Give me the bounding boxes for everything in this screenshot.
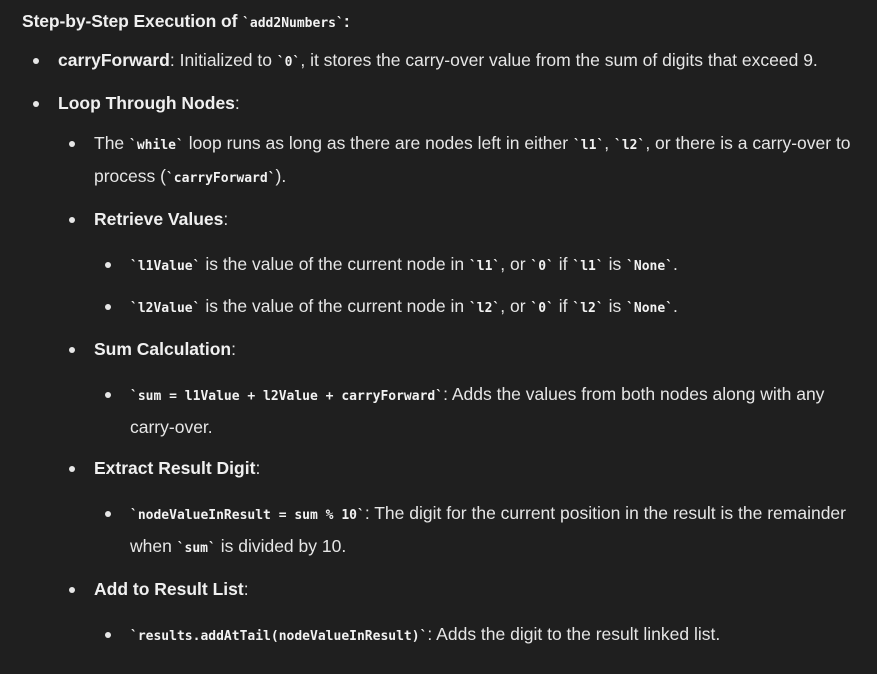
code: `l1` xyxy=(572,138,605,153)
list-item-retrieve-values: Retrieve Values: `l1Value` is the value … xyxy=(58,204,853,324)
colon: : xyxy=(255,458,261,478)
colon: : xyxy=(243,579,249,599)
main-list: carryForward: Initialized to `0`, it sto… xyxy=(22,45,853,652)
text: if xyxy=(553,296,573,316)
text: is the value of the current node in xyxy=(200,254,469,274)
list-item-l1value: `l1Value` is the value of the current no… xyxy=(94,249,853,282)
loop-sublist: The `while` loop runs as long as there a… xyxy=(58,128,853,652)
list-item-node-value: `nodeValueInResult = sum % 10`: The digi… xyxy=(94,498,853,564)
code: `0` xyxy=(530,259,554,274)
bullet-icon xyxy=(105,511,111,517)
bullet-icon xyxy=(105,262,111,268)
code: `l1` xyxy=(468,259,501,274)
bullet-icon xyxy=(105,632,111,638)
list-item-while-loop: The `while` loop runs as long as there a… xyxy=(58,128,853,194)
colon: : xyxy=(231,339,236,359)
text: The xyxy=(94,133,130,153)
list-item-sum: `sum = l1Value + l2Value + carryForward`… xyxy=(94,379,853,443)
bullet-icon xyxy=(69,587,75,593)
section-heading: Step-by-Step Execution of `add2Numbers`: xyxy=(22,6,853,39)
list-item-extract-result-digit: Extract Result Digit: `nodeValueInResult… xyxy=(58,453,853,564)
text: if xyxy=(553,254,573,274)
text: , xyxy=(604,133,615,153)
term: Add to Result List xyxy=(94,579,244,599)
text: : Adds the digit to the result linked li… xyxy=(427,624,721,644)
code: `l1Value` xyxy=(130,259,201,274)
list-item-add-to-result-list: Add to Result List: `results.addAtTail(n… xyxy=(58,574,853,652)
term: Extract Result Digit xyxy=(94,458,256,478)
text: , it stores the carry-over value from th… xyxy=(300,50,818,70)
list-item-sum-calculation: Sum Calculation: `sum = l1Value + l2Valu… xyxy=(58,334,853,443)
text: . xyxy=(673,296,678,316)
text: . xyxy=(673,254,678,274)
text: is the value of the current node in xyxy=(200,296,469,316)
bullet-icon xyxy=(69,217,75,223)
code: `None` xyxy=(626,301,674,316)
code: `0` xyxy=(530,301,554,316)
code: `nodeValueInResult = sum % 10` xyxy=(130,508,365,523)
text: loop runs as long as there are nodes lef… xyxy=(183,133,573,153)
text: is divided by 10. xyxy=(215,536,347,556)
bullet-icon xyxy=(69,466,75,472)
term: Sum Calculation xyxy=(94,339,232,359)
code: `l2` xyxy=(614,138,646,153)
sum-calculation-sublist: `sum = l1Value + l2Value + carryForward`… xyxy=(94,379,853,443)
list-item-add-at-tail: `results.addAtTail(nodeValueInResult)`: … xyxy=(94,619,853,652)
bullet-icon xyxy=(33,58,39,64)
code: `sum = l1Value + l2Value + carryForward` xyxy=(130,389,444,404)
heading-text: Step-by-Step Execution of xyxy=(22,11,243,31)
bullet-icon xyxy=(69,347,75,353)
text: : Adds the values from both nodes along … xyxy=(130,384,825,437)
bullet-icon xyxy=(105,392,111,398)
text: ). xyxy=(275,166,287,186)
retrieve-values-sublist: `l1Value` is the value of the current no… xyxy=(94,249,853,324)
code: `l1` xyxy=(572,259,604,274)
colon: : xyxy=(234,93,240,113)
text: , or there is a carry-over to process ( xyxy=(94,133,851,186)
text: : The digit for the current position in … xyxy=(130,503,846,556)
text: is xyxy=(603,296,627,316)
code: `l2` xyxy=(468,301,501,316)
add-result-sublist: `results.addAtTail(nodeValueInResult)`: … xyxy=(94,619,853,652)
code: `carryForward` xyxy=(165,171,276,186)
term: Retrieve Values xyxy=(94,209,224,229)
code: `l2` xyxy=(572,301,604,316)
code: `0` xyxy=(276,55,301,70)
colon: : xyxy=(223,209,229,229)
list-item-loop-through-nodes: Loop Through Nodes: The `while` loop run… xyxy=(22,88,853,652)
bullet-icon xyxy=(105,304,111,310)
extract-digit-sublist: `nodeValueInResult = sum % 10`: The digi… xyxy=(94,498,853,564)
code: `sum` xyxy=(176,541,216,556)
code: `results.addAtTail(nodeValueInResult)` xyxy=(130,629,428,644)
bullet-icon xyxy=(69,141,75,147)
code: `l2Value` xyxy=(130,301,201,316)
list-item-carryforward: carryForward: Initialized to `0`, it sto… xyxy=(22,45,853,78)
term: Loop Through Nodes xyxy=(58,93,235,113)
code: `while` xyxy=(129,138,184,153)
text: , or xyxy=(500,254,531,274)
text: is xyxy=(603,254,627,274)
heading-code: `add2Numbers` xyxy=(242,16,344,31)
text: : Initialized to xyxy=(169,50,277,70)
list-item-l2value: `l2Value` is the value of the current no… xyxy=(94,291,853,324)
bullet-icon xyxy=(33,101,39,107)
code: `None` xyxy=(626,259,674,274)
text: , or xyxy=(500,296,531,316)
heading-colon: : xyxy=(343,11,350,31)
term: carryForward xyxy=(58,50,170,70)
